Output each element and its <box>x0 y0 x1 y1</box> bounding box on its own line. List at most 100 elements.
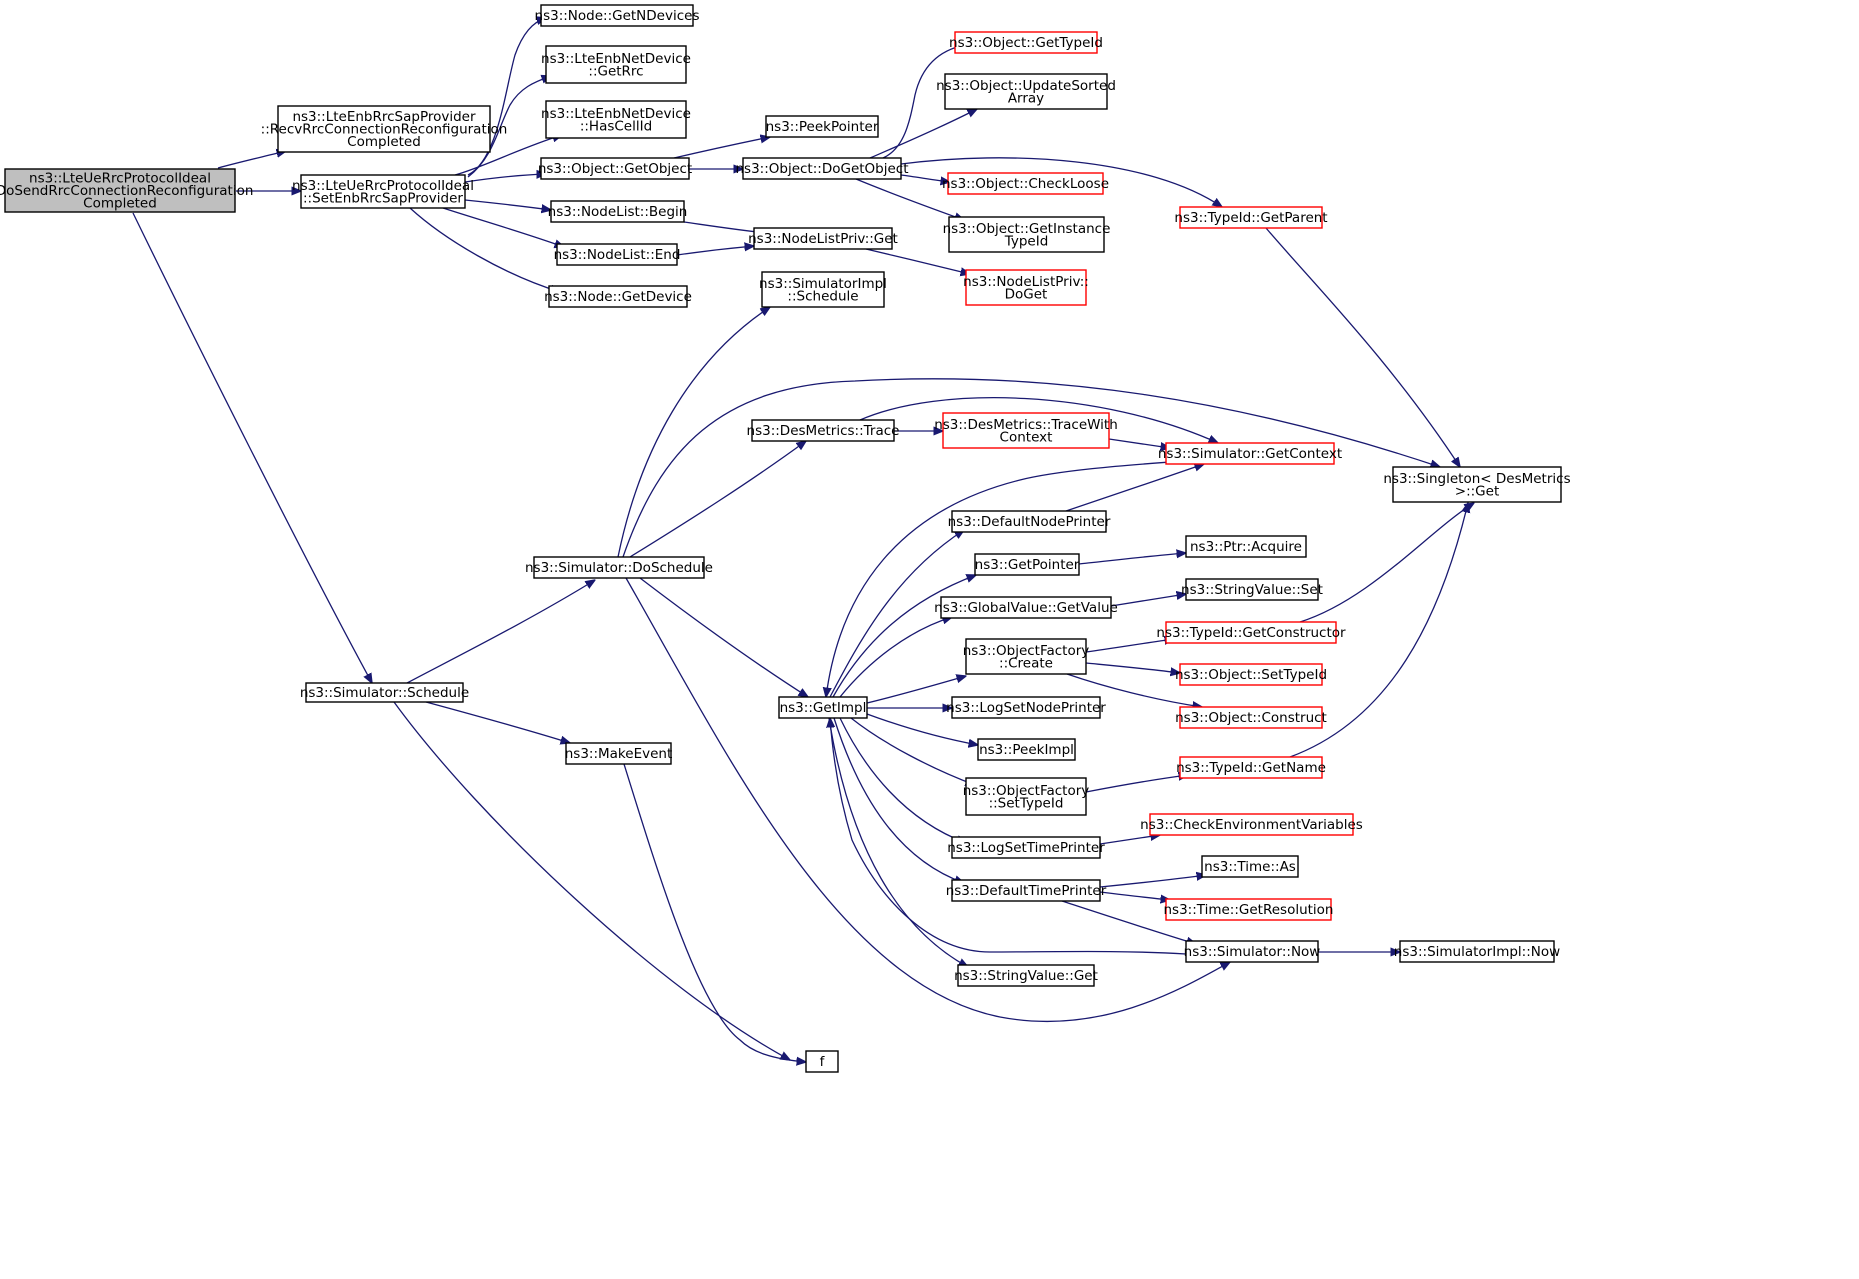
node-svget[interactable]: ns3::StringValue::Get <box>954 964 1098 987</box>
edge-path <box>900 174 950 182</box>
node-peekimpl[interactable]: ns3::PeekImpl <box>977 738 1076 761</box>
node-getrrc[interactable]: ns3::LteEnbNetDevice::GetRrc <box>541 45 691 84</box>
node-checkenv[interactable]: ns3::CheckEnvironmentVariables <box>1140 813 1363 836</box>
node-nlend[interactable]: ns3::NodeList::End <box>554 243 681 266</box>
node-box <box>1185 578 1319 601</box>
node-gettypeid[interactable]: ns3::Object::GetTypeId <box>949 31 1103 54</box>
node-label: ns3::SimulatorImpl <box>759 276 887 292</box>
edge-gvgetvalue-to-svset <box>1110 594 1186 607</box>
edge-logsettp-to-checkenv <box>1099 835 1160 845</box>
node-box <box>948 216 1105 253</box>
edge-path <box>393 701 790 1060</box>
edge-getimpl-to-ofcreate <box>866 676 966 704</box>
node-simimplsched[interactable]: ns3::SimulatorImpl::Schedule <box>759 271 887 308</box>
node-label: ::Create <box>999 655 1053 671</box>
edge-getctx-to-getimpl <box>826 461 1171 697</box>
node-simimplnow[interactable]: ns3::SimulatorImpl::Now <box>1394 940 1560 963</box>
node-logsettp[interactable]: ns3::LogSetTimePrinter <box>947 836 1105 859</box>
node-label: ns3::SimulatorImpl::Now <box>1394 944 1560 960</box>
node-construct[interactable]: ns3::Object::Construct <box>1175 706 1327 729</box>
node-root[interactable]: ns3::LteUeRrcProtocolIdeal::DoSendRrcCon… <box>0 168 253 213</box>
node-defnodeprinter[interactable]: ns3::DefaultNodePrinter <box>948 510 1111 533</box>
node-getctx[interactable]: ns3::Simulator::GetContext <box>1158 442 1342 465</box>
node-label: ns3::GlobalValue::GetValue <box>934 600 1118 616</box>
node-getndev[interactable]: ns3::Node::GetNDevices <box>535 4 700 27</box>
edge-path <box>454 135 562 176</box>
edge-path <box>673 137 770 159</box>
node-simnow[interactable]: ns3::Simulator::Now <box>1184 940 1321 963</box>
edge-makeevent-to-f <box>623 763 806 1062</box>
node-box <box>965 269 1087 306</box>
node-label: ns3::Object::GetInstance <box>943 221 1111 237</box>
node-hascell[interactable]: ns3::LteEnbNetDevice::HasCellId <box>541 100 691 139</box>
node-label: Completed <box>83 196 157 212</box>
node-nlpdoget[interactable]: ns3::NodeListPriv::DoGet <box>963 269 1089 306</box>
edge-path <box>442 207 564 247</box>
node-getimpl[interactable]: ns3::GetImpl <box>778 696 868 719</box>
node-destrace[interactable]: ns3::DesMetrics::Trace <box>747 419 900 442</box>
node-getparent[interactable]: ns3::TypeId::GetParent <box>1174 206 1328 229</box>
edge-path <box>882 45 965 159</box>
node-nlbegin[interactable]: ns3::NodeList::Begin <box>548 200 688 223</box>
edge-path <box>464 174 546 183</box>
edge-path <box>855 178 964 220</box>
node-makeevent[interactable]: ns3::MakeEvent <box>565 742 673 765</box>
node-recv[interactable]: ns3::LteEnbRrcSapProvider::RecvRrcConnec… <box>261 105 508 153</box>
node-label: ::SetEnbRrcSapProvider <box>303 190 463 206</box>
node-deftimeprinter[interactable]: ns3::DefaultTimePrinter <box>946 879 1107 902</box>
node-sched[interactable]: ns3::Simulator::Schedule <box>300 682 469 703</box>
node-ofcreate[interactable]: ns3::ObjectFactory::Create <box>963 638 1090 675</box>
node-doschedule[interactable]: ns3::Simulator::DoSchedule <box>525 556 713 579</box>
node-label: ns3::Object::Construct <box>1175 710 1327 726</box>
node-ofsettid[interactable]: ns3::ObjectFactory::SetTypeId <box>963 777 1090 816</box>
edge-dogetobj-to-getinsttid <box>855 178 964 220</box>
node-box <box>951 510 1107 533</box>
edge-getobj-to-peekptr <box>673 137 770 159</box>
node-box <box>540 157 690 180</box>
node-checkloose[interactable]: ns3::Object::CheckLoose <box>942 172 1109 195</box>
node-label: ns3::Simulator::Schedule <box>300 685 469 701</box>
node-getobj[interactable]: ns3::Object::GetObject <box>538 157 692 180</box>
node-getdev[interactable]: ns3::Node::GetDevice <box>544 285 692 308</box>
node-label: ns3::DefaultNodePrinter <box>948 514 1111 530</box>
node-label: ns3::ObjectFactory <box>963 643 1090 659</box>
edge-path <box>1085 639 1174 653</box>
node-label: ns3::GetPointer <box>975 557 1080 573</box>
node-label: ns3::NodeList::Begin <box>548 204 688 220</box>
edge-getimpl-to-deftimeprinter <box>833 717 964 883</box>
node-label: ns3::LteEnbRrcSapProvider <box>292 109 476 125</box>
node-label: ns3::LogSetNodePrinter <box>946 700 1106 716</box>
node-dogetobj[interactable]: ns3::Object::DoGetObject <box>735 157 909 180</box>
node-singleton[interactable]: ns3::Singleton< DesMetrics>::Get <box>1383 466 1571 503</box>
node-setenb[interactable]: ns3::LteUeRrcProtocolIdeal::SetEnbRrcSap… <box>292 174 474 209</box>
node-ptracquire[interactable]: ns3::Ptr::Acquire <box>1185 535 1307 558</box>
node-getname[interactable]: ns3::TypeId::GetName <box>1176 756 1326 779</box>
node-svset[interactable]: ns3::StringValue::Set <box>1181 578 1323 601</box>
node-box <box>940 596 1112 619</box>
edge-path <box>865 248 970 274</box>
edge-nlend-to-nlpget <box>676 246 754 256</box>
node-getpointer[interactable]: ns3::GetPointer <box>974 553 1080 576</box>
node-box <box>778 696 868 719</box>
node-gvgetvalue[interactable]: ns3::GlobalValue::GetValue <box>934 596 1118 619</box>
node-peekptr[interactable]: ns3::PeekPointer <box>765 115 879 138</box>
node-getres[interactable]: ns3::Time::GetResolution <box>1163 898 1334 921</box>
node-timeas[interactable]: ns3::Time::As <box>1201 855 1299 878</box>
node-label: ns3::CheckEnvironmentVariables <box>1140 817 1363 833</box>
node-label: Completed <box>347 134 421 150</box>
edge-path <box>900 157 1222 207</box>
node-getctor[interactable]: ns3::TypeId::GetConstructor <box>1156 621 1346 644</box>
node-box <box>742 157 902 180</box>
node-f[interactable]: f <box>805 1050 839 1073</box>
node-box <box>974 553 1080 576</box>
node-label: ns3::ObjectFactory <box>963 783 1090 799</box>
edge-path <box>832 575 976 698</box>
edge-path <box>830 718 1187 955</box>
edge-getimpl-to-ofsettid <box>850 717 975 785</box>
node-settypeid[interactable]: ns3::Object::SetTypeId <box>1175 663 1327 686</box>
node-logsetnp[interactable]: ns3::LogSetNodePrinter <box>946 696 1106 719</box>
node-nlpget[interactable]: ns3::NodeListPriv::Get <box>748 227 898 250</box>
